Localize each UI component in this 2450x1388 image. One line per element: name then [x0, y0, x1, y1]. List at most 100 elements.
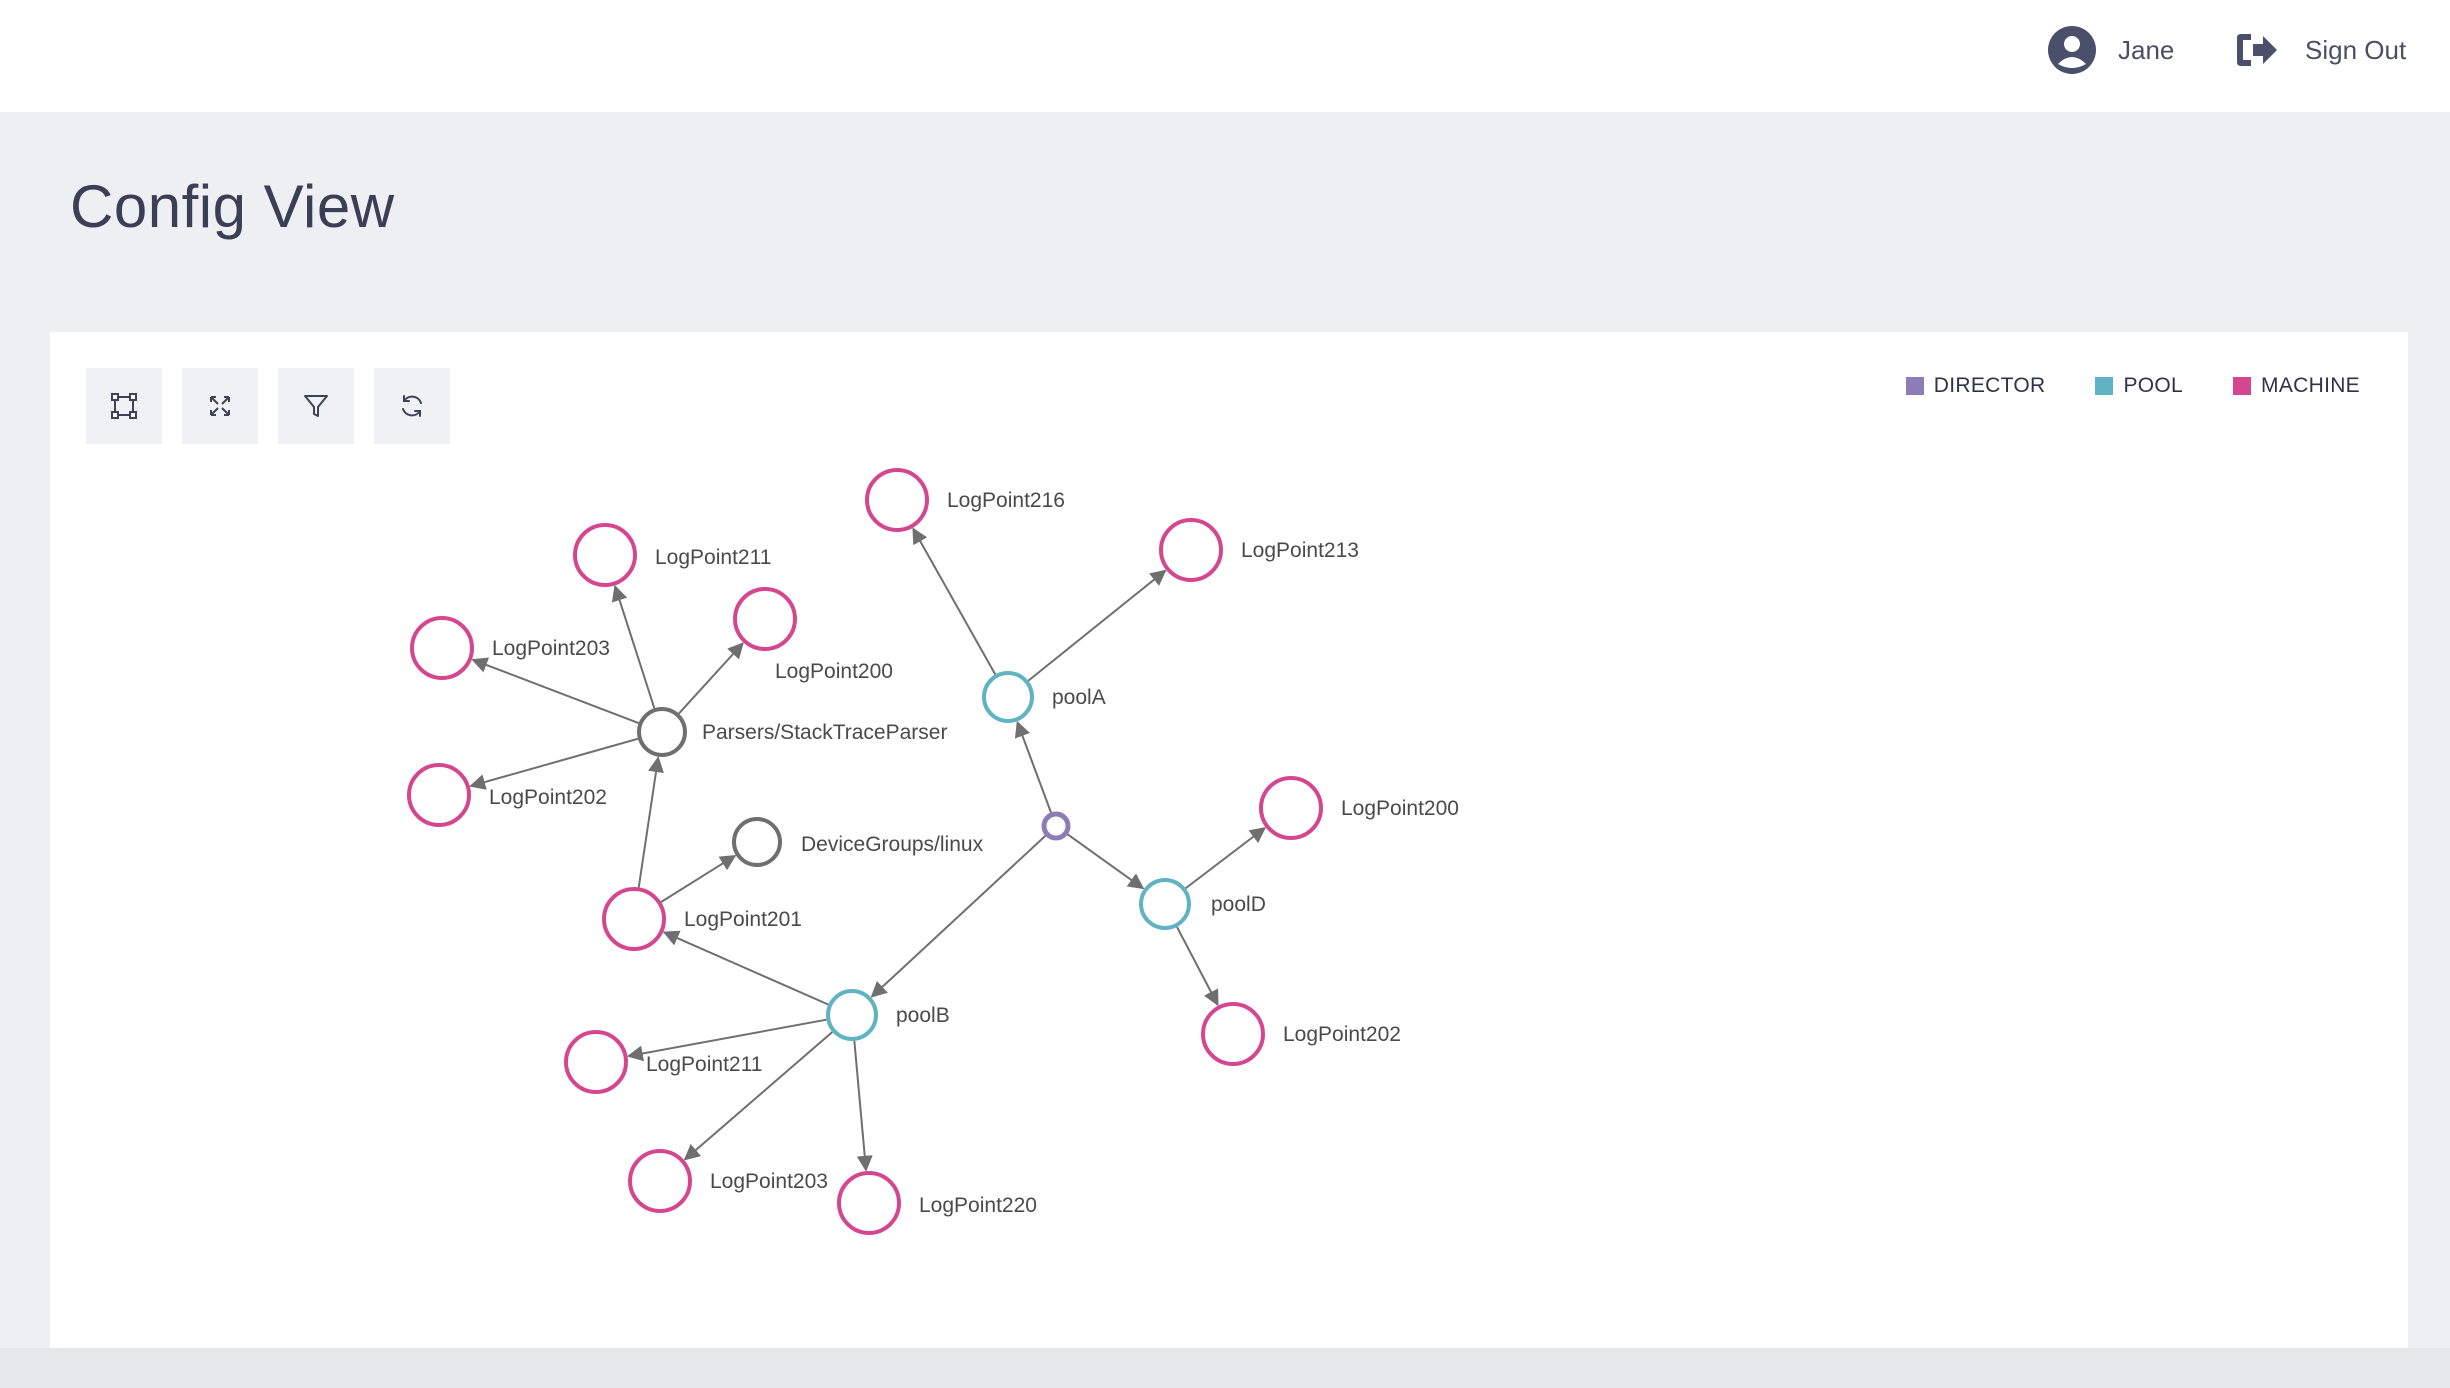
graph-edge — [471, 657, 640, 725]
sign-out-button[interactable]: Sign Out — [2235, 26, 2406, 74]
node-circle[interactable] — [1041, 811, 1071, 841]
frame-icon — [111, 393, 137, 419]
legend-item-director: DIRECTOR — [1905, 374, 2046, 398]
node-label: LogPoint202 — [489, 786, 607, 809]
legend-label: POOL — [2123, 374, 2184, 397]
fit-view-button[interactable] — [86, 368, 162, 444]
graph-edge — [1185, 827, 1267, 890]
graph-node-machine[interactable]: LogPoint211 — [564, 1030, 762, 1094]
node-label: LogPoint201 — [684, 908, 802, 931]
graph-node-pool[interactable]: poolD — [1139, 878, 1266, 930]
sign-out-label: Sign Out — [2305, 34, 2407, 65]
page-title: Config View — [70, 173, 395, 240]
node-circle[interactable] — [1139, 878, 1191, 930]
node-circle[interactable] — [733, 587, 797, 651]
graph-node-machine[interactable]: LogPoint202 — [1201, 1002, 1401, 1066]
node-circle[interactable] — [410, 616, 474, 680]
graph-node-machine[interactable]: LogPoint220 — [837, 1171, 1037, 1235]
graph-node-other[interactable]: Parsers/StackTraceParser — [637, 707, 947, 757]
graph-node-other[interactable]: DeviceGroups/linux — [732, 817, 984, 867]
graph-edge — [662, 930, 829, 1006]
user-menu[interactable]: Jane — [2048, 26, 2174, 74]
graph-edge — [870, 834, 1047, 998]
bottom-strip — [0, 1348, 2450, 1388]
graph-node-machine[interactable]: LogPoint201 — [602, 887, 802, 951]
node-label: LogPoint200 — [775, 660, 893, 683]
graph-edge — [1027, 569, 1167, 682]
refresh-button[interactable] — [374, 368, 450, 444]
graph-edge — [683, 1031, 833, 1161]
node-label: LogPoint202 — [1283, 1023, 1401, 1046]
node-circle[interactable] — [564, 1030, 628, 1094]
graph-node-machine[interactable]: LogPoint216 — [865, 468, 1065, 532]
node-label: LogPoint211 — [646, 1053, 762, 1076]
graph-edge — [853, 1040, 873, 1172]
legend-label: MACHINE — [2261, 374, 2360, 397]
graph-node-pool[interactable]: poolB — [826, 989, 950, 1041]
node-label: LogPoint211 — [655, 546, 771, 569]
user-name: Jane — [2118, 34, 2175, 65]
top-bar: Jane Sign Out — [0, 0, 2450, 112]
graph-node-machine[interactable]: LogPoint200 — [1259, 776, 1459, 840]
graph-node-machine[interactable]: LogPoint213 — [1159, 518, 1359, 582]
node-circle[interactable] — [628, 1149, 692, 1213]
graph-edge — [1176, 926, 1219, 1007]
node-label: LogPoint216 — [947, 489, 1065, 512]
expand-button[interactable] — [182, 368, 258, 444]
graph-edge — [1066, 833, 1145, 890]
node-label: Parsers/StackTraceParser — [702, 721, 947, 744]
sign-out-icon — [2237, 34, 2277, 66]
graph-edge — [611, 584, 656, 709]
node-label: poolA — [1052, 686, 1106, 709]
node-label: LogPoint220 — [919, 1194, 1037, 1217]
node-circle[interactable] — [826, 989, 878, 1041]
node-circle[interactable] — [602, 887, 666, 951]
graph-node-machine[interactable]: LogPoint200 — [733, 587, 893, 683]
legend-label: DIRECTOR — [1933, 374, 2046, 397]
graph-edge — [660, 854, 737, 903]
node-label: poolD — [1211, 893, 1266, 916]
graph-toolbar — [86, 368, 450, 444]
graph-legend: DIRECTOR POOL MACHINE — [1905, 374, 2360, 398]
graph-edge — [637, 756, 664, 888]
node-label: LogPoint200 — [1341, 797, 1459, 820]
legend-swatch-director — [1905, 377, 1924, 395]
node-circle[interactable] — [732, 817, 782, 867]
user-circle-icon — [2048, 26, 2096, 74]
node-circle[interactable] — [637, 707, 687, 757]
node-circle[interactable] — [573, 523, 637, 587]
node-circle[interactable] — [1259, 776, 1323, 840]
graph-node-pool[interactable]: poolA — [982, 671, 1106, 723]
graph-edge — [469, 737, 639, 790]
node-label: DeviceGroups/linux — [801, 833, 984, 856]
filter-icon — [304, 395, 328, 417]
node-circle[interactable] — [1201, 1002, 1265, 1066]
legend-swatch-machine — [2233, 377, 2252, 395]
graph-node-director[interactable] — [1041, 811, 1071, 841]
graph-edge — [912, 527, 997, 675]
graph-node-machine[interactable]: LogPoint203 — [628, 1149, 828, 1213]
node-label: LogPoint203 — [710, 1170, 828, 1193]
node-circle[interactable] — [837, 1171, 901, 1235]
config-graph[interactable]: poolApoolBpoolDParsers/StackTraceParserD… — [50, 332, 2408, 1348]
graph-edge — [626, 1018, 827, 1062]
legend-item-pool: POOL — [2095, 374, 2183, 398]
graph-edge — [1014, 720, 1053, 814]
node-circle[interactable] — [1159, 518, 1223, 582]
refresh-icon — [402, 395, 422, 417]
graph-node-machine[interactable]: LogPoint202 — [407, 763, 607, 827]
node-label: poolB — [896, 1004, 950, 1027]
graph-node-machine[interactable]: LogPoint211 — [573, 523, 771, 587]
graph-edge — [678, 642, 744, 715]
expand-arrows-icon — [210, 396, 230, 416]
node-circle[interactable] — [982, 671, 1034, 723]
node-circle[interactable] — [407, 763, 471, 827]
legend-swatch-pool — [2095, 377, 2114, 395]
legend-item-machine: MACHINE — [2233, 374, 2360, 398]
graph-node-machine[interactable]: LogPoint203 — [410, 616, 610, 680]
filter-button[interactable] — [278, 368, 354, 444]
node-label: LogPoint203 — [492, 637, 610, 660]
node-circle[interactable] — [865, 468, 929, 532]
node-label: LogPoint213 — [1241, 539, 1359, 562]
